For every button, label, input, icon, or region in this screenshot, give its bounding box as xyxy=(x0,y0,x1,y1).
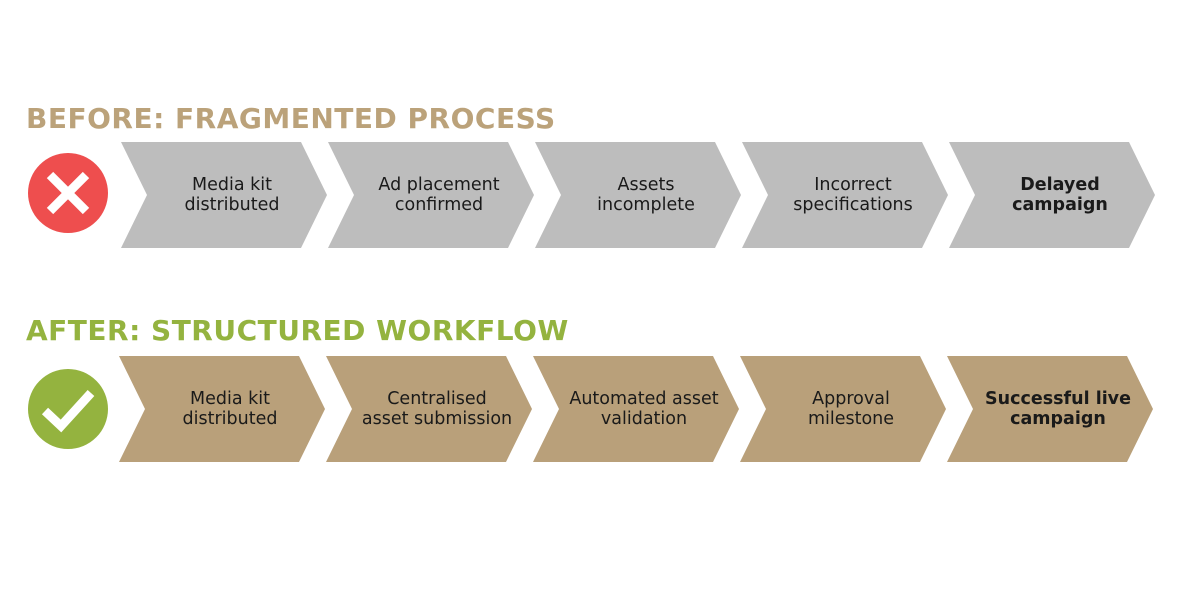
after-section-title: AFTER: STRUCTURED WORKFLOW xyxy=(26,314,569,347)
before-step-4-label: Incorrect specifications xyxy=(793,175,913,215)
before-step-3-label: Assets incomplete xyxy=(597,175,695,215)
after-step-5: Successful live campaign xyxy=(947,356,1153,462)
after-step-3: Automated asset validation xyxy=(533,356,739,462)
cross-icon xyxy=(28,153,108,233)
check-mark xyxy=(41,389,95,433)
checkmark-icon xyxy=(28,369,108,449)
cross-mark xyxy=(46,171,90,215)
before-step-4: Incorrect specifications xyxy=(742,142,948,248)
before-step-1-label: Media kit distributed xyxy=(184,175,280,215)
success-circle xyxy=(28,369,108,449)
after-step-5-label: Successful live campaign xyxy=(985,389,1131,429)
after-step-1-label: Media kit distributed xyxy=(182,389,278,429)
before-step-3: Assets incomplete xyxy=(535,142,741,248)
after-step-2: Centralised asset submission xyxy=(326,356,532,462)
after-step-4-label: Approval milestone xyxy=(807,389,895,429)
before-step-5: Delayed campaign xyxy=(949,142,1155,248)
after-step-1: Media kit distributed xyxy=(119,356,325,462)
after-step-4: Approval milestone xyxy=(740,356,946,462)
before-step-5-label: Delayed campaign xyxy=(1012,175,1108,215)
after-step-3-label: Automated asset validation xyxy=(569,389,719,429)
before-step-2: Ad placement confirmed xyxy=(328,142,534,248)
before-step-1: Media kit distributed xyxy=(121,142,327,248)
before-section-title: BEFORE: FRAGMENTED PROCESS xyxy=(26,102,556,135)
before-step-2-label: Ad placement confirmed xyxy=(378,175,500,215)
after-step-2-label: Centralised asset submission xyxy=(361,389,513,429)
